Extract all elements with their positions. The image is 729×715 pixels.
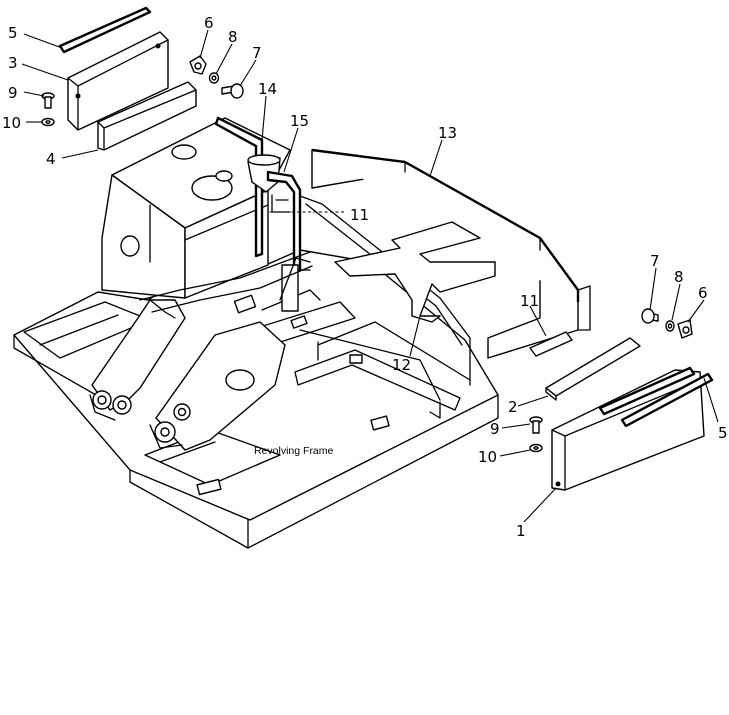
leader-lines	[21, 29, 719, 523]
callout-15: 15	[290, 112, 309, 130]
callout-11-upper: 11	[350, 206, 369, 224]
center-rails	[139, 195, 471, 386]
callout-6-right: 6	[698, 284, 708, 302]
callout-10-top: 10	[2, 114, 21, 132]
callout-8-top: 8	[228, 28, 238, 46]
callout-11-right: 11	[520, 292, 539, 310]
part-11-pads	[529, 331, 573, 357]
part-4-panel	[97, 81, 197, 151]
callout-6-top: 6	[204, 14, 214, 32]
revolving-frame-label: Revolving Frame	[254, 445, 334, 457]
callout-10-right: 10	[478, 448, 497, 466]
callout-2: 2	[508, 398, 518, 416]
callout-8-right: 8	[674, 268, 684, 286]
callout-12: 12	[392, 356, 411, 374]
part-12-h-plate	[334, 221, 496, 323]
callout-7-top: 7	[252, 44, 262, 62]
part-5-strips	[58, 6, 714, 428]
hardware-upper	[41, 55, 244, 127]
callout-9-top: 9	[8, 84, 18, 102]
callout-7-right: 7	[650, 252, 660, 270]
callout-5-top: 5	[8, 24, 18, 42]
callout-5-right: 5	[718, 424, 728, 442]
callout-14: 14	[258, 80, 277, 98]
hardware-right	[529, 308, 693, 453]
callout-13: 13	[438, 124, 457, 142]
part-3-plate	[67, 31, 169, 131]
part-2-panel	[545, 337, 641, 401]
callout-9-right: 9	[490, 420, 500, 438]
callout-1: 1	[516, 522, 526, 540]
callout-labels: 5 3 9 10 4 6 8 7 14 15 13 11 11 12 7 8 6…	[2, 14, 728, 540]
callout-3: 3	[8, 54, 18, 72]
boom-bracket	[89, 299, 286, 451]
callout-4: 4	[46, 150, 56, 168]
